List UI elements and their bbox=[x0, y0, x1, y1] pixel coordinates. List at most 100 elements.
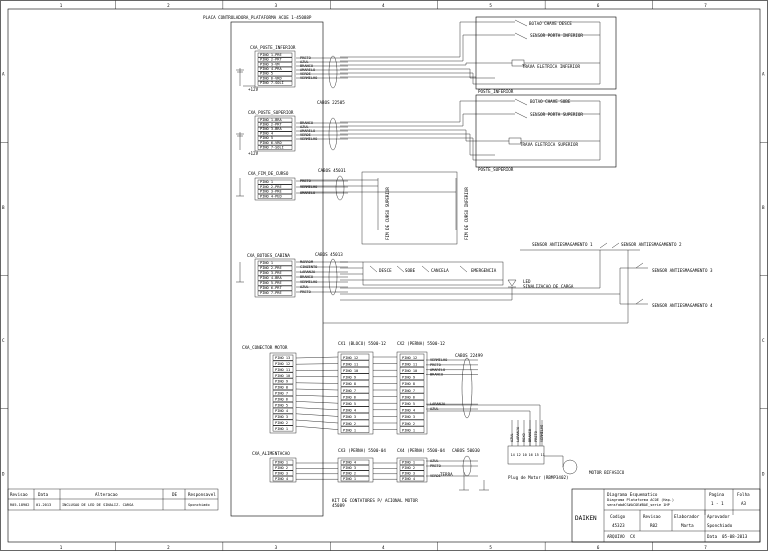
cable-label: CABOS 22499 bbox=[455, 353, 483, 358]
column-number: 1 bbox=[60, 545, 63, 550]
pin-label: PINO 4-PRA bbox=[260, 67, 282, 71]
pin-label: PINO 2 bbox=[402, 422, 415, 426]
pin-label: PINO 6 bbox=[343, 395, 356, 399]
pin-label: PINO 4 bbox=[275, 409, 288, 413]
pin-label: PINO 4-PED bbox=[260, 194, 282, 198]
rev-header: Revisao bbox=[10, 492, 28, 497]
approved-value: Sponchiado bbox=[707, 523, 733, 528]
pin-cell bbox=[257, 179, 293, 185]
pin-label: PINO 7 bbox=[402, 389, 415, 393]
pin-cell bbox=[257, 80, 293, 86]
pin-label: PINO 4 bbox=[402, 409, 415, 413]
pin-cell bbox=[257, 184, 293, 190]
date-value: 05-08-2013 bbox=[722, 534, 748, 539]
sensor-label: SENSOR ANTIESMAGAMENTO 2 bbox=[621, 242, 682, 247]
sheet-label: Folha bbox=[737, 492, 750, 497]
pin-label: PINO 13 bbox=[275, 356, 290, 360]
pin-cell bbox=[272, 413, 294, 420]
connector-title: CXA_POSTE_SUPERIOR bbox=[248, 110, 294, 115]
pin-label: PINO 5 bbox=[260, 136, 273, 140]
poste-wiring bbox=[340, 21, 601, 161]
pin-label: PINO 12 bbox=[402, 356, 417, 360]
column-number: 1 bbox=[60, 3, 63, 8]
pin-label: PINO 6-VRD bbox=[260, 76, 282, 80]
link-wire bbox=[295, 356, 339, 359]
revision-table: Revisao Data Alteracao DE Responsavel R0… bbox=[7, 488, 219, 511]
pin-label: PINO 4 bbox=[343, 461, 356, 465]
page-label: Pagina bbox=[709, 492, 725, 497]
box-title: POSTE_INFERIOR bbox=[478, 89, 514, 94]
device-label: BOTAO CHAVE SOBE bbox=[530, 99, 571, 104]
sensor-label: SENSOR ANTIESMAGAMENTO 1 bbox=[532, 242, 593, 247]
link-wire bbox=[295, 363, 339, 365]
kit-label: KIT DE CONTATORES P/ ACIONAL MOTOR bbox=[332, 498, 418, 503]
pin-label: PINO 3-PRE bbox=[260, 190, 282, 194]
pin-label: PINO 1 bbox=[343, 428, 356, 432]
poste-superior-box: POSTE_SUPERIOR BOTAO CHAVE SOBE SENSOR P… bbox=[475, 94, 617, 172]
pin-cell bbox=[340, 470, 370, 476]
pin-label: PINO 8 bbox=[343, 382, 356, 386]
row-letter: B bbox=[762, 205, 765, 210]
pin-label: PINO 3 bbox=[343, 415, 356, 419]
pin-label: PINO 12 bbox=[343, 356, 358, 360]
pin-label: PINO 7-PRE bbox=[260, 291, 282, 295]
title-block: DAIKEN Diagrama Esquematico Diagrama Pla… bbox=[571, 488, 761, 543]
connector-title: CXA_ALIMENTACAO bbox=[252, 451, 290, 456]
pin-cell bbox=[399, 459, 425, 466]
rev-cell: INCLUSAO DE LED DE SINALIZ. CARGA bbox=[62, 503, 134, 507]
column-number: 6 bbox=[597, 545, 600, 550]
pin-label: PINO 1-PRE bbox=[260, 53, 282, 57]
pin-cell bbox=[399, 476, 425, 482]
pin-cell bbox=[272, 390, 294, 396]
pin-cell bbox=[340, 373, 370, 380]
pin-cell bbox=[272, 378, 294, 385]
pin-cell bbox=[340, 476, 370, 482]
company-logo: DAIKEN bbox=[575, 515, 597, 522]
pin-cell bbox=[257, 290, 293, 296]
pin-cell bbox=[257, 62, 293, 67]
pin-cell bbox=[340, 400, 370, 407]
device-label: SENSOR PORTA SUPERIOR bbox=[530, 112, 583, 117]
pin-cell bbox=[272, 476, 294, 482]
drawing-title: Diagrama Esquematico bbox=[607, 492, 658, 497]
board-title: PLACA CONTROLADORA_PLATAFORMA ACOE 1-450… bbox=[203, 15, 312, 20]
cable-label: CABOS 50030 bbox=[452, 448, 480, 453]
column-number: 7 bbox=[704, 3, 707, 8]
pin-label: PINO 4 bbox=[275, 477, 288, 481]
pin-cell bbox=[340, 360, 370, 367]
button-cancela: CANCELA bbox=[431, 268, 449, 273]
pin-cell bbox=[272, 402, 294, 408]
pin-label: PINO 4 bbox=[343, 409, 356, 413]
pin-cell bbox=[257, 131, 293, 137]
link-wire bbox=[295, 382, 339, 384]
pin-cell bbox=[399, 406, 425, 413]
pin-cell bbox=[257, 76, 293, 81]
pin-cell bbox=[399, 426, 425, 433]
sensor-label: SENSOR ANTIESMAGAMENTO 4 bbox=[652, 303, 713, 308]
pin-label: PINO 3-BRA bbox=[260, 127, 282, 131]
motor-pin-number: 12 bbox=[517, 453, 521, 457]
motor-wire-color: BRANCO bbox=[528, 429, 532, 442]
pin-cell bbox=[272, 419, 294, 426]
column-number: 4 bbox=[382, 545, 385, 550]
pin-cell bbox=[272, 360, 294, 367]
connector-title: CX3 (PERNA) 5500-04 bbox=[338, 448, 386, 453]
pin-cell bbox=[272, 366, 294, 373]
code-label: Codigo bbox=[610, 514, 626, 519]
pin-cell bbox=[257, 270, 293, 276]
pin-label: PINO 8 bbox=[275, 386, 288, 390]
pin-cell bbox=[340, 419, 370, 427]
code-value: 45323 bbox=[612, 523, 625, 528]
pin-cell bbox=[340, 386, 370, 394]
terra-label: TERRA bbox=[440, 472, 453, 477]
pin-cell bbox=[399, 465, 425, 471]
pin-cell bbox=[257, 52, 293, 58]
pin-label: PINO 2-PRE bbox=[260, 266, 282, 270]
pin-label: PINO 4 bbox=[402, 477, 415, 481]
pin-label: PINO 5 bbox=[402, 402, 415, 406]
